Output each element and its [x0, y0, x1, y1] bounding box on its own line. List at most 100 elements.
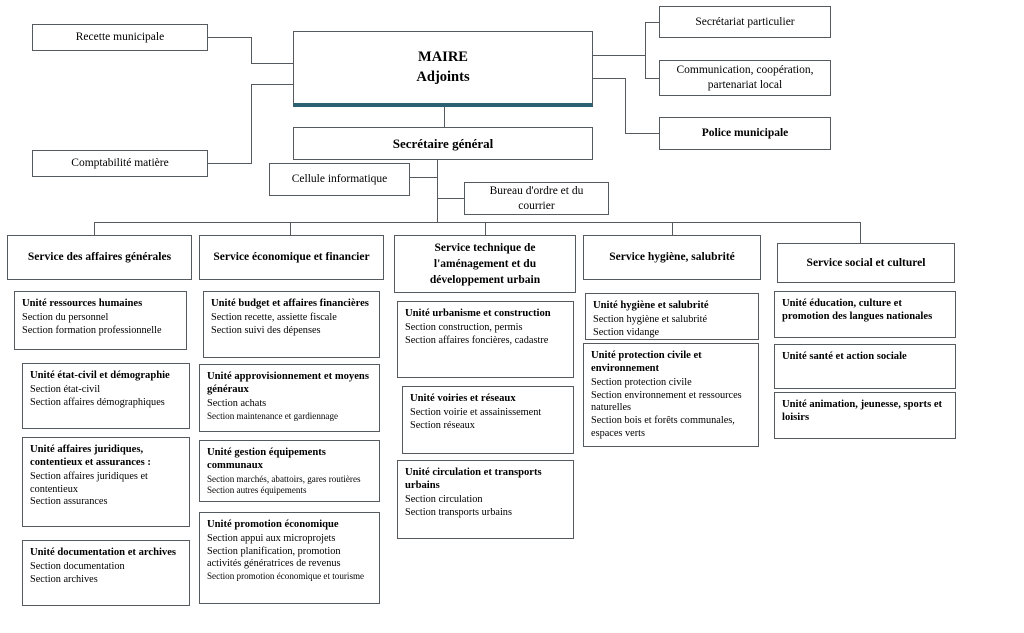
- unit-animation-jeunesse-sports-loisirs[interactable]: Unité animation, jeunesse, sports et loi…: [774, 392, 956, 439]
- secretariat-particulier-label: Secrétariat particulier: [695, 15, 795, 28]
- unit-section: Section marchés, abattoirs, gares routiè…: [207, 473, 361, 484]
- unit-section: Section recette, assiette fiscale: [211, 311, 337, 323]
- unit-title: Unité ressources humaines: [22, 298, 143, 309]
- unit-section: Section achats: [207, 397, 267, 409]
- connector-service-drop-4: [672, 222, 673, 235]
- unit-section: Section documentation: [30, 560, 125, 572]
- unit-title: Unité voiries et réseaux: [410, 393, 516, 404]
- communication-cooperation-label: Communication, coopération, partenariat …: [676, 64, 814, 91]
- box-recette-municipale[interactable]: Recette municipale: [32, 24, 208, 51]
- unit-section: Section circulation: [405, 493, 483, 505]
- unit-education-culture-langues[interactable]: Unité éducation, culture et promotion de…: [774, 291, 956, 338]
- unit-approvisionnement-moyens-generaux[interactable]: Unité approvisionnement et moyens généra…: [199, 364, 380, 432]
- unit-section: Section voirie et assainissement: [410, 406, 542, 418]
- connector-sg-spine-v: [437, 160, 438, 223]
- unit-section: Section affaires démographiques: [30, 396, 165, 408]
- unit-section: Section maintenance et gardiennage: [207, 410, 339, 421]
- service-header-technique-amenagement[interactable]: Service technique de l'aménagement et du…: [394, 235, 576, 293]
- maire-labels: MAIRE Adjoints: [416, 48, 469, 87]
- box-communication-cooperation[interactable]: Communication, coopération, partenariat …: [659, 60, 831, 96]
- unit-title: Unité promotion économique: [207, 519, 339, 530]
- service-name-0: Service des affaires générales: [27, 251, 172, 264]
- service-name-2: Service technique de l'aménagement et du…: [429, 241, 541, 287]
- unit-section: Section appui aux microprojets: [207, 532, 336, 544]
- service-header-affaires-generales[interactable]: Service des affaires générales: [7, 235, 192, 280]
- unit-title: Unité documentation et archives: [30, 547, 177, 558]
- unit-section: Section affaires juridiques et contentie…: [30, 470, 148, 495]
- unit-section: Section promotion économique et tourisme: [207, 571, 365, 582]
- unit-title: Unité animation, jeunesse, sports et loi…: [782, 399, 943, 423]
- connector-recette-v: [251, 37, 252, 63]
- connector-comptabilite-v: [251, 84, 252, 164]
- unit-affaires-juridiques[interactable]: Unité affaires juridiques, contentieux e…: [22, 437, 190, 527]
- box-police-municipale[interactable]: Police municipale: [659, 117, 831, 150]
- connector-secretariat-h: [645, 22, 659, 23]
- box-comptabilite-matiere[interactable]: Comptabilité matière: [32, 150, 208, 177]
- service-header-economique-financier[interactable]: Service économique et financier: [199, 235, 384, 280]
- unit-section: Section construction, permis: [405, 321, 523, 333]
- connector-comptabilite-h2: [251, 84, 295, 85]
- unit-circulation-transports-urbains[interactable]: Unité circulation et transports urbains …: [397, 460, 574, 539]
- service-header-social-culturel[interactable]: Service social et culturel: [777, 243, 955, 283]
- unit-title: Unité gestion équipements communaux: [207, 447, 326, 471]
- unit-etat-civil-demographie[interactable]: Unité état-civil et démographie Section …: [22, 363, 190, 429]
- unit-title: Unité état-civil et démographie: [30, 370, 170, 381]
- unit-voiries-reseaux[interactable]: Unité voiries et réseaux Section voirie …: [402, 386, 574, 454]
- comptabilite-matiere-label: Comptabilité matière: [71, 157, 169, 170]
- unit-section: Section assurances: [30, 496, 108, 508]
- bureau-ordre-courrier-label: Bureau d'ordre et du courrier: [489, 184, 584, 212]
- unit-urbanisme-construction[interactable]: Unité urbanisme et construction Section …: [397, 301, 574, 378]
- unit-protection-civile-environnement[interactable]: Unité protection civile et environnement…: [583, 343, 759, 447]
- unit-title: Unité urbanisme et construction: [405, 308, 551, 319]
- unit-ressources-humaines[interactable]: Unité ressources humaines Section du per…: [14, 291, 187, 350]
- unit-title: Unité protection civile et environnement: [591, 350, 702, 374]
- service-header-hygiene-salubrite[interactable]: Service hygiène, salubrité: [583, 235, 761, 280]
- service-name-1: Service économique et financier: [213, 251, 370, 264]
- unit-section: Section autres équipements: [207, 484, 307, 495]
- unit-section: Section du personnel: [22, 311, 109, 323]
- connector-comptabilite-h1: [207, 163, 252, 164]
- unit-hygiene-salubrite[interactable]: Unité hygiène et salubrité Section hygiè…: [585, 293, 759, 340]
- unit-title: Unité circulation et transports urbains: [405, 467, 542, 491]
- unit-section: Section archives: [30, 573, 98, 585]
- unit-title: Unité hygiène et salubrité: [593, 300, 709, 311]
- unit-section: Section état-civil: [30, 383, 101, 395]
- recette-municipale-label: Recette municipale: [75, 31, 165, 44]
- box-secretaire-general[interactable]: Secrétaire général: [293, 127, 593, 160]
- connector-right-group-v: [645, 22, 646, 78]
- unit-section: Section réseaux: [410, 419, 475, 431]
- box-bureau-ordre-courrier[interactable]: Bureau d'ordre et du courrier: [464, 182, 609, 215]
- connector-service-drop-5: [860, 222, 861, 244]
- box-cellule-informatique[interactable]: Cellule informatique: [269, 163, 410, 196]
- unit-gestion-equipements-communaux[interactable]: Unité gestion équipements communaux Sect…: [199, 440, 380, 502]
- unit-section: Section formation professionnelle: [22, 324, 162, 336]
- connector-service-drop-2: [290, 222, 291, 235]
- connector-recette-h2: [251, 63, 295, 64]
- unit-documentation-archives[interactable]: Unité documentation et archives Section …: [22, 540, 190, 606]
- connector-cellule-h: [409, 177, 438, 178]
- connector-bureau-h: [437, 198, 465, 199]
- connector-maire-right-h2: [593, 78, 625, 79]
- unit-sante-action-sociale[interactable]: Unité santé et action sociale: [774, 344, 956, 389]
- police-municipale-label: Police municipale: [701, 127, 789, 140]
- secretaire-general-label: Secrétaire général: [392, 135, 494, 151]
- unit-budget-affaires-financieres[interactable]: Unité budget et affaires financières Sec…: [203, 291, 380, 358]
- connector-recette-h1: [207, 37, 252, 38]
- unit-title: Unité affaires juridiques, contentieux e…: [30, 444, 151, 468]
- unit-section: Section transports urbains: [405, 506, 512, 518]
- unit-section: Section affaires foncières, cadastre: [405, 334, 549, 346]
- connector-maire-sg-v: [444, 106, 445, 127]
- maire-title: MAIRE: [418, 48, 468, 65]
- box-maire[interactable]: MAIRE Adjoints: [293, 31, 593, 107]
- adjoints-title: Adjoints: [416, 68, 470, 85]
- connector-police-v: [625, 78, 626, 134]
- unit-title: Unité approvisionnement et moyens généra…: [207, 371, 369, 395]
- unit-promotion-economique[interactable]: Unité promotion économique Section appui…: [199, 512, 380, 604]
- box-secretariat-particulier[interactable]: Secrétariat particulier: [659, 6, 831, 38]
- unit-section: Section hygiène et salubrité: [593, 313, 708, 325]
- connector-police-h: [625, 133, 659, 134]
- unit-section: Section suivi des dépenses: [211, 324, 321, 336]
- unit-section: Section vidange: [593, 326, 660, 338]
- unit-title: Unité santé et action sociale: [782, 351, 907, 362]
- connector-service-drop-3: [485, 222, 486, 235]
